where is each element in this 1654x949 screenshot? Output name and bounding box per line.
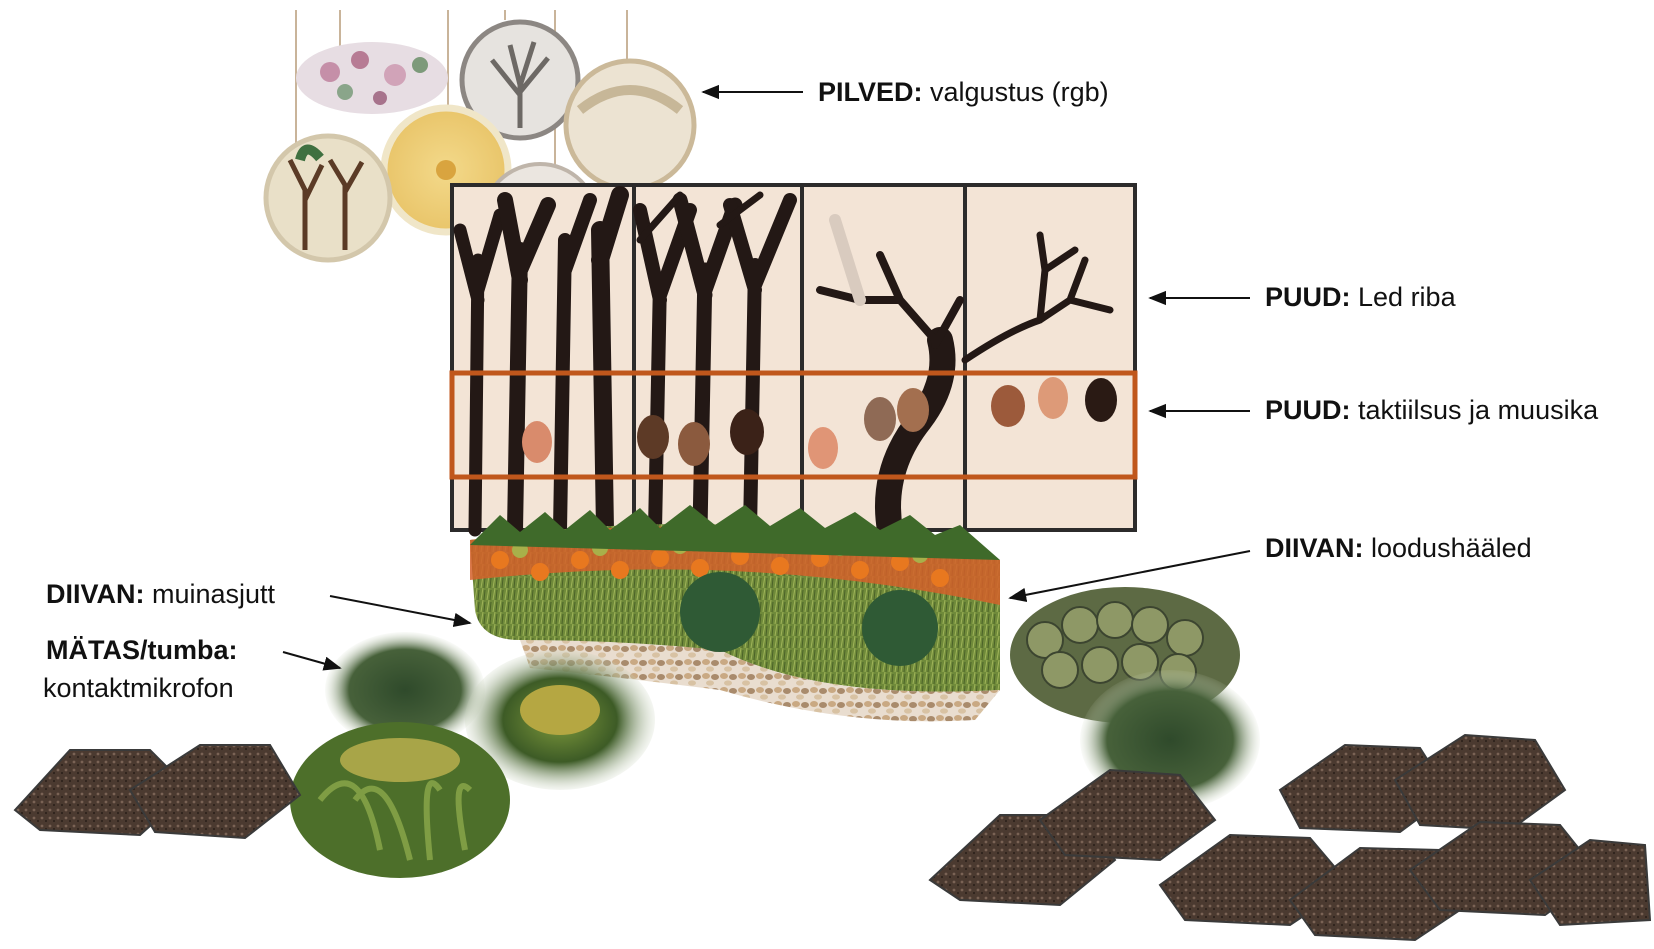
label-matas-term: MÄTAS/tumba: [46, 635, 237, 665]
label-puud-takt-desc: taktiilsus ja muusika [1351, 395, 1599, 425]
tree-panels [452, 185, 1135, 530]
cloud-disc-flowers [296, 42, 448, 114]
label-puud-takt-term: PUUD [1265, 395, 1342, 425]
label-puud-led: PUUD: Led riba [1265, 281, 1456, 313]
label-diivan-muinas-desc: muinasjutt [145, 579, 276, 609]
label-pilved: PILVED: valgustus (rgb) [818, 76, 1109, 108]
label-puud-led-term: PUUD [1265, 282, 1342, 312]
label-diivan-loodus-desc: loodushääled [1364, 533, 1532, 563]
label-matas-desc: kontaktmikrofon [43, 672, 234, 704]
label-matas: MÄTAS/tumba: [46, 634, 237, 666]
label-puud-takt-colon: : [1342, 395, 1351, 425]
label-puud-takt: PUUD: taktiilsus ja muusika [1265, 394, 1598, 426]
label-diivan-muinas-term: DIIVAN: [46, 579, 145, 609]
label-puud-led-desc: Led riba [1351, 282, 1456, 312]
label-diivan-muinas: DIIVAN: muinasjutt [46, 578, 275, 610]
label-pilved-term: PILVED [818, 77, 914, 107]
cloud-disc-beige [566, 61, 694, 189]
label-puud-led-colon: : [1342, 282, 1351, 312]
cloud-disc-trees [266, 136, 390, 260]
soil-cushions [15, 735, 1650, 940]
label-diivan-loodus-term: DIIVAN: [1265, 533, 1364, 563]
arrow-diivan-muinas [330, 596, 470, 623]
label-pilved-desc: valgustus (rgb) [923, 77, 1109, 107]
arrow-matas [283, 652, 340, 668]
label-diivan-loodus: DIIVAN: loodushääled [1265, 532, 1532, 564]
label-pilved-colon: : [914, 77, 923, 107]
